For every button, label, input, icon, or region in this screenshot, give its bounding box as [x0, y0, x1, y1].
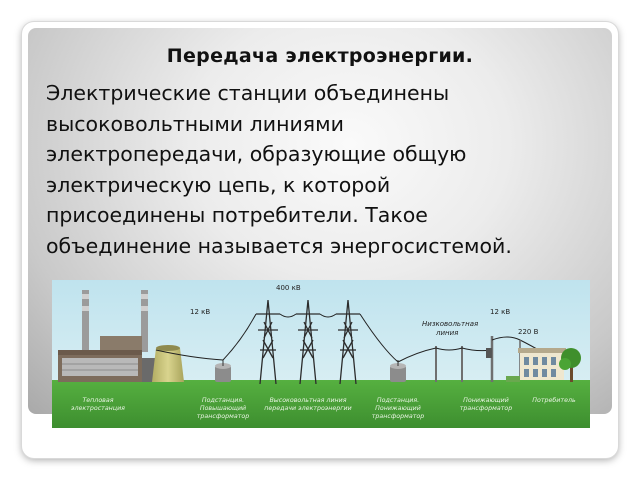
voltage-label-consumer: 220 В — [518, 328, 539, 336]
caption-step-up-substation: Подстанция. — [202, 397, 244, 404]
transmission-tower-icon — [256, 299, 280, 385]
tree-icon — [559, 348, 581, 382]
voltage-label-distribution: 12 кВ — [490, 308, 510, 316]
pole-transformer-icon — [486, 336, 494, 382]
caption-step-up-substation: трансформатор — [197, 413, 249, 420]
slide-body-text: Электрические станции объединены высоков… — [46, 78, 612, 261]
voltage-label-transmission: 400 кВ — [276, 284, 301, 292]
caption-thermal-plant: Тепловая — [82, 397, 113, 404]
slide-title: Передача электроэнергии. — [166, 45, 474, 67]
body-line: объединение называется энергосистемой. — [46, 233, 512, 258]
step-up-substation-icon — [215, 360, 231, 382]
body-line: присоединены потребители. Такое — [46, 203, 428, 227]
body-line: электрическую цепь, к которой — [46, 172, 391, 197]
thermal-power-plant-icon — [58, 290, 184, 382]
transmission-tower-icon — [336, 299, 360, 385]
caption-step-down-substation: трансформатор — [372, 413, 424, 420]
consumer-house-icon — [518, 348, 566, 380]
caption-step-down-transformer: трансформатор — [460, 405, 512, 412]
power-grid-diagram: 12 кВ 400 кВ Низковольтная линия 12 кВ 2… — [52, 280, 590, 428]
label-low-voltage-line: линия — [435, 329, 458, 337]
caption-step-up-substation: Повышающий — [200, 405, 246, 412]
caption-thermal-plant: электростанция — [71, 405, 125, 412]
voltage-label-plant-output: 12 кВ — [190, 308, 210, 316]
utility-pole-icon — [435, 346, 463, 382]
caption-hv-line: Высоковольтная линия — [269, 397, 346, 404]
caption-step-down-substation: Подстанция. — [377, 397, 419, 404]
body-line: электропередачи, образующие общую — [46, 142, 467, 166]
caption-step-down-transformer: Понижающий — [463, 397, 509, 404]
ground — [52, 380, 590, 428]
body-line: Электрические станции объединены — [46, 81, 450, 105]
caption-consumer: Потребитель — [532, 396, 576, 404]
caption-step-down-substation: Понижающий — [375, 405, 421, 412]
body-line: высоковольтными линиями — [46, 111, 344, 136]
caption-hv-line: передачи электроэнергии — [264, 405, 352, 412]
label-low-voltage-line: Низковольтная — [422, 320, 478, 328]
step-down-substation-icon — [390, 360, 406, 382]
transmission-tower-icon — [296, 299, 320, 385]
